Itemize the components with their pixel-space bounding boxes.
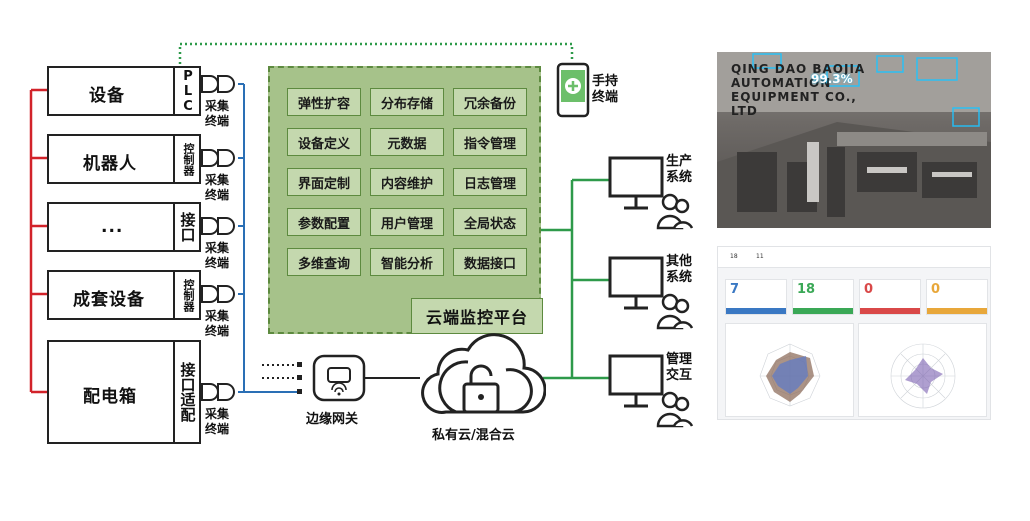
platform-module: 全局状态 xyxy=(453,208,527,236)
radar-chart xyxy=(759,343,821,407)
controller-plc: PLC xyxy=(173,68,201,114)
platform-title: 云端监控平台 xyxy=(411,298,543,334)
dashboard-topbar: 18 11 xyxy=(718,247,990,268)
cloud-label: 私有云/混合云 xyxy=(432,428,515,443)
device-name: 成套设备 xyxy=(73,290,145,310)
radar-panel-left xyxy=(725,323,854,417)
dashboard-tab[interactable]: 18 xyxy=(730,253,738,260)
handheld-icon xyxy=(556,62,590,118)
device-box-equipment: 设备 PLC xyxy=(47,66,201,116)
platform-module: 智能分析 xyxy=(370,248,444,276)
platform-module: 数据接口 xyxy=(453,248,527,276)
system-label: 管理交互 xyxy=(666,352,693,383)
network-trunk xyxy=(541,178,610,380)
production-system-icon xyxy=(608,156,694,230)
platform-module: 参数配置 xyxy=(287,208,361,236)
data-bus xyxy=(238,83,298,393)
platform-module: 冗余备份 xyxy=(453,88,527,116)
device-box-more: ... 接口 xyxy=(47,202,201,252)
handheld-link xyxy=(178,42,574,64)
device-name: 配电箱 xyxy=(83,387,137,407)
other-system-icon xyxy=(608,256,694,330)
radar-panel-right xyxy=(858,323,987,417)
platform-module: 界面定制 xyxy=(287,168,361,196)
collect-terminal-label: 采集终端 xyxy=(204,241,229,270)
radar-chart xyxy=(890,343,956,409)
edge-gateway-label: 边缘网关 xyxy=(306,412,359,427)
platform-module: 内容维护 xyxy=(370,168,444,196)
edge-gateway-icon xyxy=(312,354,366,402)
factory-scene xyxy=(717,52,991,228)
platform-module: 弹性扩容 xyxy=(287,88,361,116)
platform-module: 设备定义 xyxy=(287,128,361,156)
platform-module: 多维查询 xyxy=(287,248,361,276)
system-label: 其他系统 xyxy=(666,254,693,285)
management-system-icon xyxy=(608,354,694,428)
platform-module: 用户管理 xyxy=(370,208,444,236)
platform-module: 日志管理 xyxy=(453,168,527,196)
device-name: ... xyxy=(101,217,124,237)
ar-overlay-value: 99.3% xyxy=(811,72,853,86)
stat-card: 7 xyxy=(725,279,787,315)
stat-card: 18 xyxy=(792,279,854,315)
platform-module: 指令管理 xyxy=(453,128,527,156)
controller-box: 控制器 xyxy=(173,272,201,318)
handheld-label: 手持终端 xyxy=(592,74,619,105)
gateway-inputs xyxy=(262,364,298,379)
stat-card: 0 xyxy=(926,279,988,315)
device-name: 设备 xyxy=(89,86,125,106)
controller-box: 控制器 xyxy=(173,136,201,182)
stat-card: 0 xyxy=(859,279,921,315)
platform-module: 元数据 xyxy=(370,128,444,156)
device-box-robot: 机器人 控制器 xyxy=(47,134,201,184)
power-bus xyxy=(29,88,47,394)
interface-box: 接口 xyxy=(173,204,201,250)
system-label: 生产系统 xyxy=(666,154,693,185)
device-box-distribution-box: 配电箱 接口适配 xyxy=(47,340,201,444)
collect-terminal-label: 采集终端 xyxy=(204,407,229,436)
collect-terminal-label: 采集终端 xyxy=(204,99,229,128)
monitoring-dashboard: 18 11 7 18 0 0 xyxy=(717,246,991,420)
collect-terminal-label: 采集终端 xyxy=(204,309,229,338)
collect-terminal-label: 采集终端 xyxy=(204,173,229,202)
factory-ar-photo: QING DAO BAOJIA AUTOMATION EQUIPMENT CO.… xyxy=(717,52,991,228)
interface-adapter-box: 接口适配 xyxy=(173,342,201,442)
cloud-lock-icon xyxy=(421,333,546,414)
device-box-complete-set: 成套设备 控制器 xyxy=(47,270,201,320)
device-name: 机器人 xyxy=(83,154,137,174)
company-sign: QING DAO BAOJIA AUTOMATION EQUIPMENT CO.… xyxy=(731,62,866,118)
platform-module: 分布存储 xyxy=(370,88,444,116)
dashboard-tab[interactable]: 11 xyxy=(756,253,764,260)
